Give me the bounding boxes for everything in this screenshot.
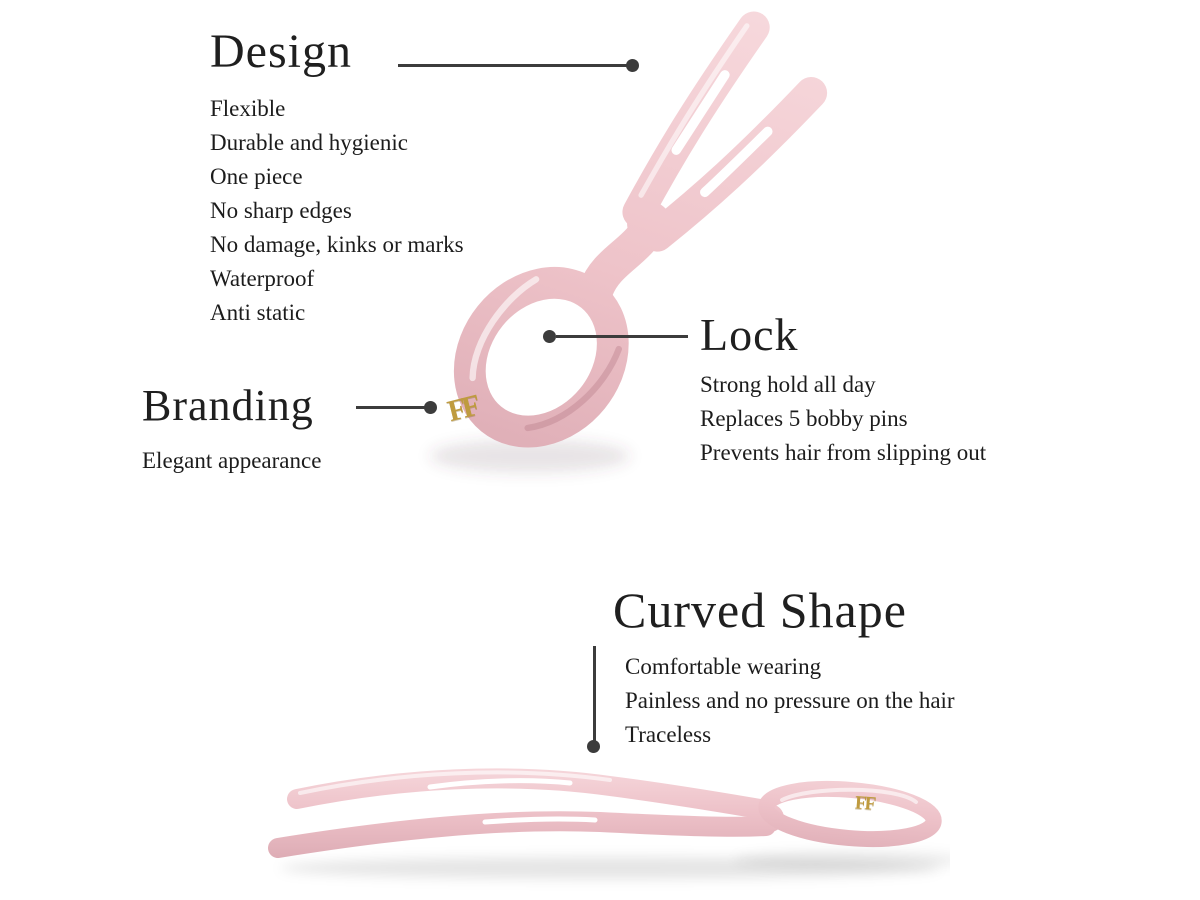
pin-loop: [453, 266, 629, 448]
pin-highlight: [298, 770, 612, 795]
curved-shape-callout: Curved Shape: [613, 583, 907, 637]
pin-highlight: [780, 787, 918, 804]
branding-callout: Branding: [142, 382, 314, 430]
pin-slot: [671, 70, 730, 155]
feature-item: Comfortable wearing: [625, 654, 822, 679]
pin-loop: [758, 780, 942, 848]
pin-slot: [482, 816, 598, 825]
branding-callout-line: [356, 406, 430, 409]
pin-prong: [268, 811, 776, 858]
lock-feature-list: Strong hold all day Replaces 5 bobby pin…: [700, 368, 986, 470]
lock-callout: Lock: [700, 310, 799, 360]
feature-item: Flexible: [210, 96, 286, 121]
pin-shading: [524, 345, 622, 432]
lock-title: Lock: [700, 309, 799, 360]
feature-item: Strong hold all day: [700, 372, 876, 397]
lock-callout-line: [556, 335, 688, 338]
top-pin-image: [430, 11, 828, 473]
brand-monogram: FF: [854, 792, 875, 815]
pin-highlight: [469, 276, 540, 382]
feature-item: Anti static: [210, 300, 306, 325]
feature-item: Traceless: [625, 722, 712, 747]
branding-feature-list: Elegant appearance: [142, 444, 321, 478]
curved-shape-title: Curved Shape: [613, 582, 907, 638]
design-callout-dot: [626, 59, 639, 72]
curved-shape-callout-line: [593, 646, 596, 742]
curved-shape-feature-list: Comfortable wearing Painless and no pres…: [625, 650, 955, 752]
feature-item: Replaces 5 bobby pins: [700, 406, 908, 431]
pin-neck: [578, 202, 670, 308]
top-pin-shadow: [430, 439, 630, 473]
design-callout: Design: [210, 26, 352, 78]
feature-item: One piece: [210, 164, 303, 189]
feature-item: Painless and no pressure on the hair: [625, 688, 955, 713]
design-title: Design: [210, 25, 352, 78]
feature-item: No damage, kinks or marks: [210, 232, 464, 257]
pin-prong: [287, 768, 776, 820]
feature-item: Prevents hair from slipping out: [700, 440, 987, 465]
bottom-pin-shadow: [735, 851, 950, 869]
feature-item: Waterproof: [210, 266, 315, 291]
branding-title: Branding: [142, 381, 314, 430]
pin-slot: [700, 126, 773, 198]
feature-item: Durable and hygienic: [210, 130, 408, 155]
design-feature-list: Flexible Durable and hygienic One piece …: [210, 92, 464, 330]
pin-slot: [427, 778, 573, 790]
design-callout-line: [398, 64, 632, 67]
feature-item: No sharp edges: [210, 198, 352, 223]
branding-callout-dot: [424, 401, 437, 414]
feature-item: Elegant appearance: [142, 448, 322, 473]
lock-callout-dot: [543, 330, 556, 343]
curved-shape-callout-dot: [587, 740, 600, 753]
bottom-pin-image: [268, 768, 950, 879]
pin-highlight: [638, 23, 750, 198]
